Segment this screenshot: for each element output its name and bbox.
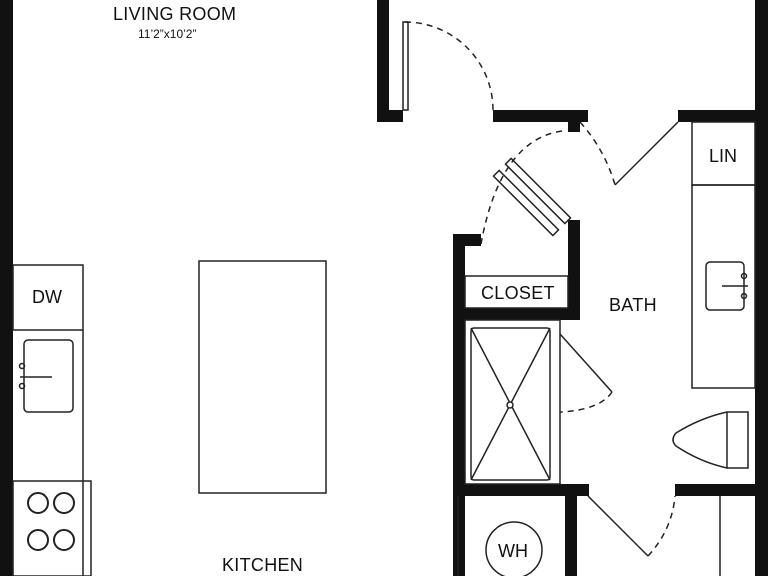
- stove-burners: [27, 492, 75, 551]
- closet-door-leaf-a: [504, 157, 572, 225]
- interior-wall-left: [453, 234, 465, 576]
- kitchen-label: KITCHEN: [222, 555, 304, 575]
- bath-label: BATH: [609, 295, 657, 315]
- entry-wall-left: [377, 0, 389, 122]
- shower-door-leaf: [559, 333, 613, 393]
- bath-top-wall-left: [493, 110, 588, 122]
- closet-door-leaf-b: [492, 169, 560, 237]
- lower-door-leaf: [587, 495, 649, 557]
- kitchen-faucet-handle: [18, 382, 26, 390]
- vanity: [691, 184, 756, 389]
- stove: [12, 480, 92, 576]
- door-swings: [559, 121, 679, 557]
- shower-outer: [464, 319, 561, 485]
- entry-door-arc: [404, 21, 494, 111]
- bath-door-leaf: [614, 121, 679, 186]
- burner: [53, 529, 75, 551]
- burner: [53, 492, 75, 514]
- fixtures-outlines: [12, 121, 756, 576]
- closet-shelf: [464, 275, 569, 309]
- shower-door-arc: [559, 391, 613, 413]
- closet-label: CLOSET: [481, 283, 555, 303]
- lower-door-arc: [647, 495, 676, 557]
- door-leaves: [402, 21, 572, 237]
- right-exterior-wall: [755, 0, 768, 576]
- wh-closet-wall: [565, 484, 577, 576]
- linen-closet-label: LIN: [709, 146, 738, 166]
- toilet: [672, 411, 749, 469]
- entry-wall-bottom: [377, 110, 403, 122]
- left-exterior-wall: [0, 0, 13, 576]
- closet-wall-right: [568, 220, 580, 320]
- water-heater: [485, 521, 543, 576]
- dishwasher-label: DW: [32, 287, 62, 307]
- closet-wall-bottom: [453, 308, 580, 320]
- door-arcs: [404, 21, 676, 557]
- kitchen-island: [198, 260, 327, 494]
- living-room-label: LIVING ROOM: [113, 4, 237, 24]
- bath-top-wall-stub: [568, 110, 580, 132]
- entry-door-leaf: [402, 21, 409, 111]
- bath-top-wall-right: [678, 110, 768, 122]
- bath-bottom-wall-right: [675, 484, 768, 496]
- shower-drain: [506, 401, 514, 409]
- burner: [27, 529, 49, 551]
- kitchen-sink: [23, 339, 74, 413]
- bath-faucet-handle: [740, 272, 748, 280]
- closet-door-arc: [480, 130, 563, 245]
- burner: [27, 492, 49, 514]
- bath-door-arc: [579, 121, 616, 186]
- shower-wall-bottom: [453, 484, 589, 496]
- dishwasher: [12, 264, 84, 331]
- bath-faucet-handle: [740, 292, 748, 300]
- kitchen-faucet-handle: [18, 362, 26, 370]
- faucets: [18, 272, 748, 390]
- living-room-dimensions: 11’2”x10’2”: [138, 27, 197, 41]
- shower-pan: [470, 327, 551, 481]
- water-heater-label: WH: [498, 541, 528, 561]
